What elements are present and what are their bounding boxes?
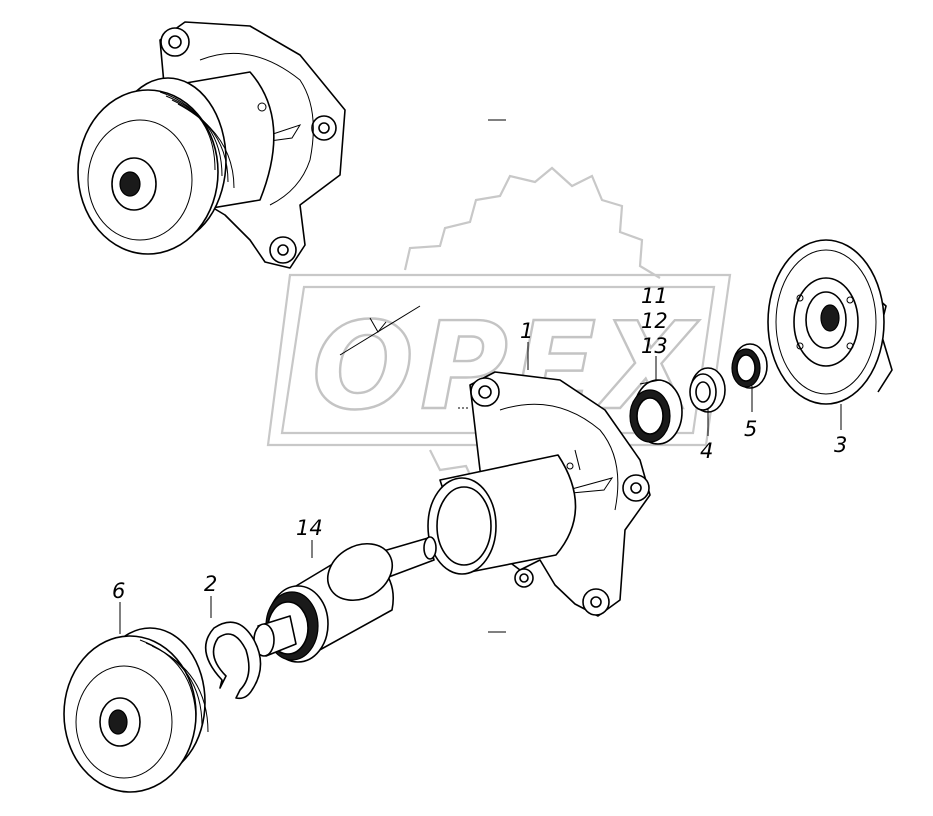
part-5-seal	[731, 343, 768, 389]
label-part-5: 5	[744, 417, 757, 441]
part-3-impeller	[767, 239, 893, 405]
leader-lines	[119, 119, 842, 634]
part-4-ring	[689, 367, 726, 413]
watermark-accent-arrow	[369, 317, 387, 333]
label-part-3: 3	[834, 433, 847, 457]
watermark-frame-inner	[280, 285, 716, 435]
assembled-water-pump	[77, 21, 346, 269]
label-part-2: 2	[204, 572, 217, 596]
label-part-1: 1	[520, 319, 533, 343]
part-6-pulley	[63, 627, 209, 793]
part-2-circlip	[204, 621, 262, 700]
part-1-housing	[427, 371, 651, 617]
watermark-frame-outer	[266, 273, 732, 447]
watermark-accent-line	[339, 305, 421, 356]
label-part-12: 12	[641, 309, 668, 333]
watermark-gear	[403, 166, 661, 279]
part-14-shaft-bearing	[253, 536, 437, 663]
label-part-4: 4	[700, 439, 713, 463]
label-part-13: 13	[641, 334, 668, 358]
label-part-6: 6	[112, 579, 125, 603]
part-labels: 1 11 12 13 4 5 3 14 2 6	[112, 284, 847, 603]
label-part-14: 14	[296, 516, 323, 540]
label-part-11: 11	[641, 284, 668, 308]
part-11-12-13-seal	[629, 379, 683, 445]
